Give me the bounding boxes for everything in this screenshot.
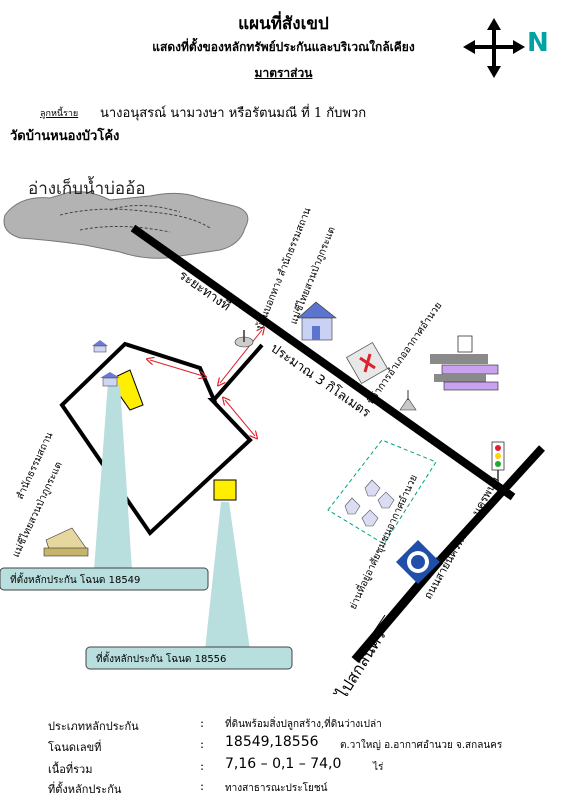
debtor-name: นางอนุสรณ์ นามวงษา หรือรัตนมณี ที่ 1 กับ… xyxy=(100,106,367,121)
plot-box-1-label: ที่ตั้งหลักประกัน โฉนด 18549 xyxy=(10,572,140,586)
detail-value-deed: 18549,18556 xyxy=(225,734,319,750)
main-road xyxy=(130,224,516,501)
detail-value-location: ทางสาธารณะประโยชน์ xyxy=(225,783,328,794)
location-heading: วัดบ้านหนองบัวโค้ง xyxy=(10,129,120,144)
beam-18549 xyxy=(94,382,132,570)
temple-icon xyxy=(43,527,89,557)
road-left-label: ไปสกลนคร xyxy=(331,626,390,700)
beam-18556 xyxy=(205,502,250,650)
detail-label-area: เนื้อที่รวม xyxy=(48,763,93,776)
page-title: แผนที่สังเขป xyxy=(238,14,329,34)
plot-marker-18556 xyxy=(213,479,237,501)
residential-area xyxy=(327,439,437,545)
road-left xyxy=(351,557,444,663)
district-office-icon xyxy=(345,341,389,385)
plot-box-2-label: ที่ตั้งหลักประกัน โฉนด 18556 xyxy=(96,651,226,665)
plot-box-1 xyxy=(0,567,209,591)
detail-colon-2: : xyxy=(200,737,205,751)
detail-label-location: ที่ตั้งหลักประกัน xyxy=(48,783,122,796)
road-right xyxy=(437,445,545,563)
detail-extra-deed: ต.วาใหญ่ อ.อากาศอำนวย จ.สกลนคร xyxy=(340,740,503,751)
traffic-light-icon xyxy=(491,441,505,482)
compass-icon xyxy=(463,18,525,78)
detail-label-type: ประเภทหลักประกัน xyxy=(48,720,139,733)
plot-marker-18549 xyxy=(108,369,144,411)
page-subtitle: แสดงที่ตั้งของหลักทรัพย์ประกันและบริเวณใ… xyxy=(152,40,415,54)
compass-north-label: N xyxy=(527,28,549,58)
debtor-label: ลูกหนี้ราย xyxy=(40,109,79,119)
scale-note: มาตราส่วน xyxy=(254,66,313,80)
reservoir-shape xyxy=(3,191,249,259)
detail-value-type: ที่ดินพร้อมสิ่งปลูกสร้าง,ที่ดินว่างเปล่า xyxy=(225,719,382,730)
detail-value-area: 7,16 – 0,1 – 74,0 xyxy=(225,756,342,772)
road-sign-icon xyxy=(396,540,440,584)
map-diagram: อ่างเก็บน้ำบ่ออ้อ ระยะทางที่ ประมาณ 3 กิ… xyxy=(0,176,545,700)
house-icon xyxy=(297,301,337,341)
road-right-label: ถนนสายนครพนม – นครพนม xyxy=(421,474,502,601)
detail-colon-3: : xyxy=(200,759,205,773)
government-building-icon xyxy=(430,335,499,391)
detail-colon-4: : xyxy=(200,779,205,793)
detail-label-deed: โฉนดเลขที่ xyxy=(48,741,102,754)
reservoir-label: อ่างเก็บน้ำบ่ออ้อ xyxy=(28,176,146,199)
detail-extra-area: ไร่ xyxy=(373,762,384,773)
plot-box-2 xyxy=(85,646,293,670)
detail-colon-1: : xyxy=(200,716,205,730)
